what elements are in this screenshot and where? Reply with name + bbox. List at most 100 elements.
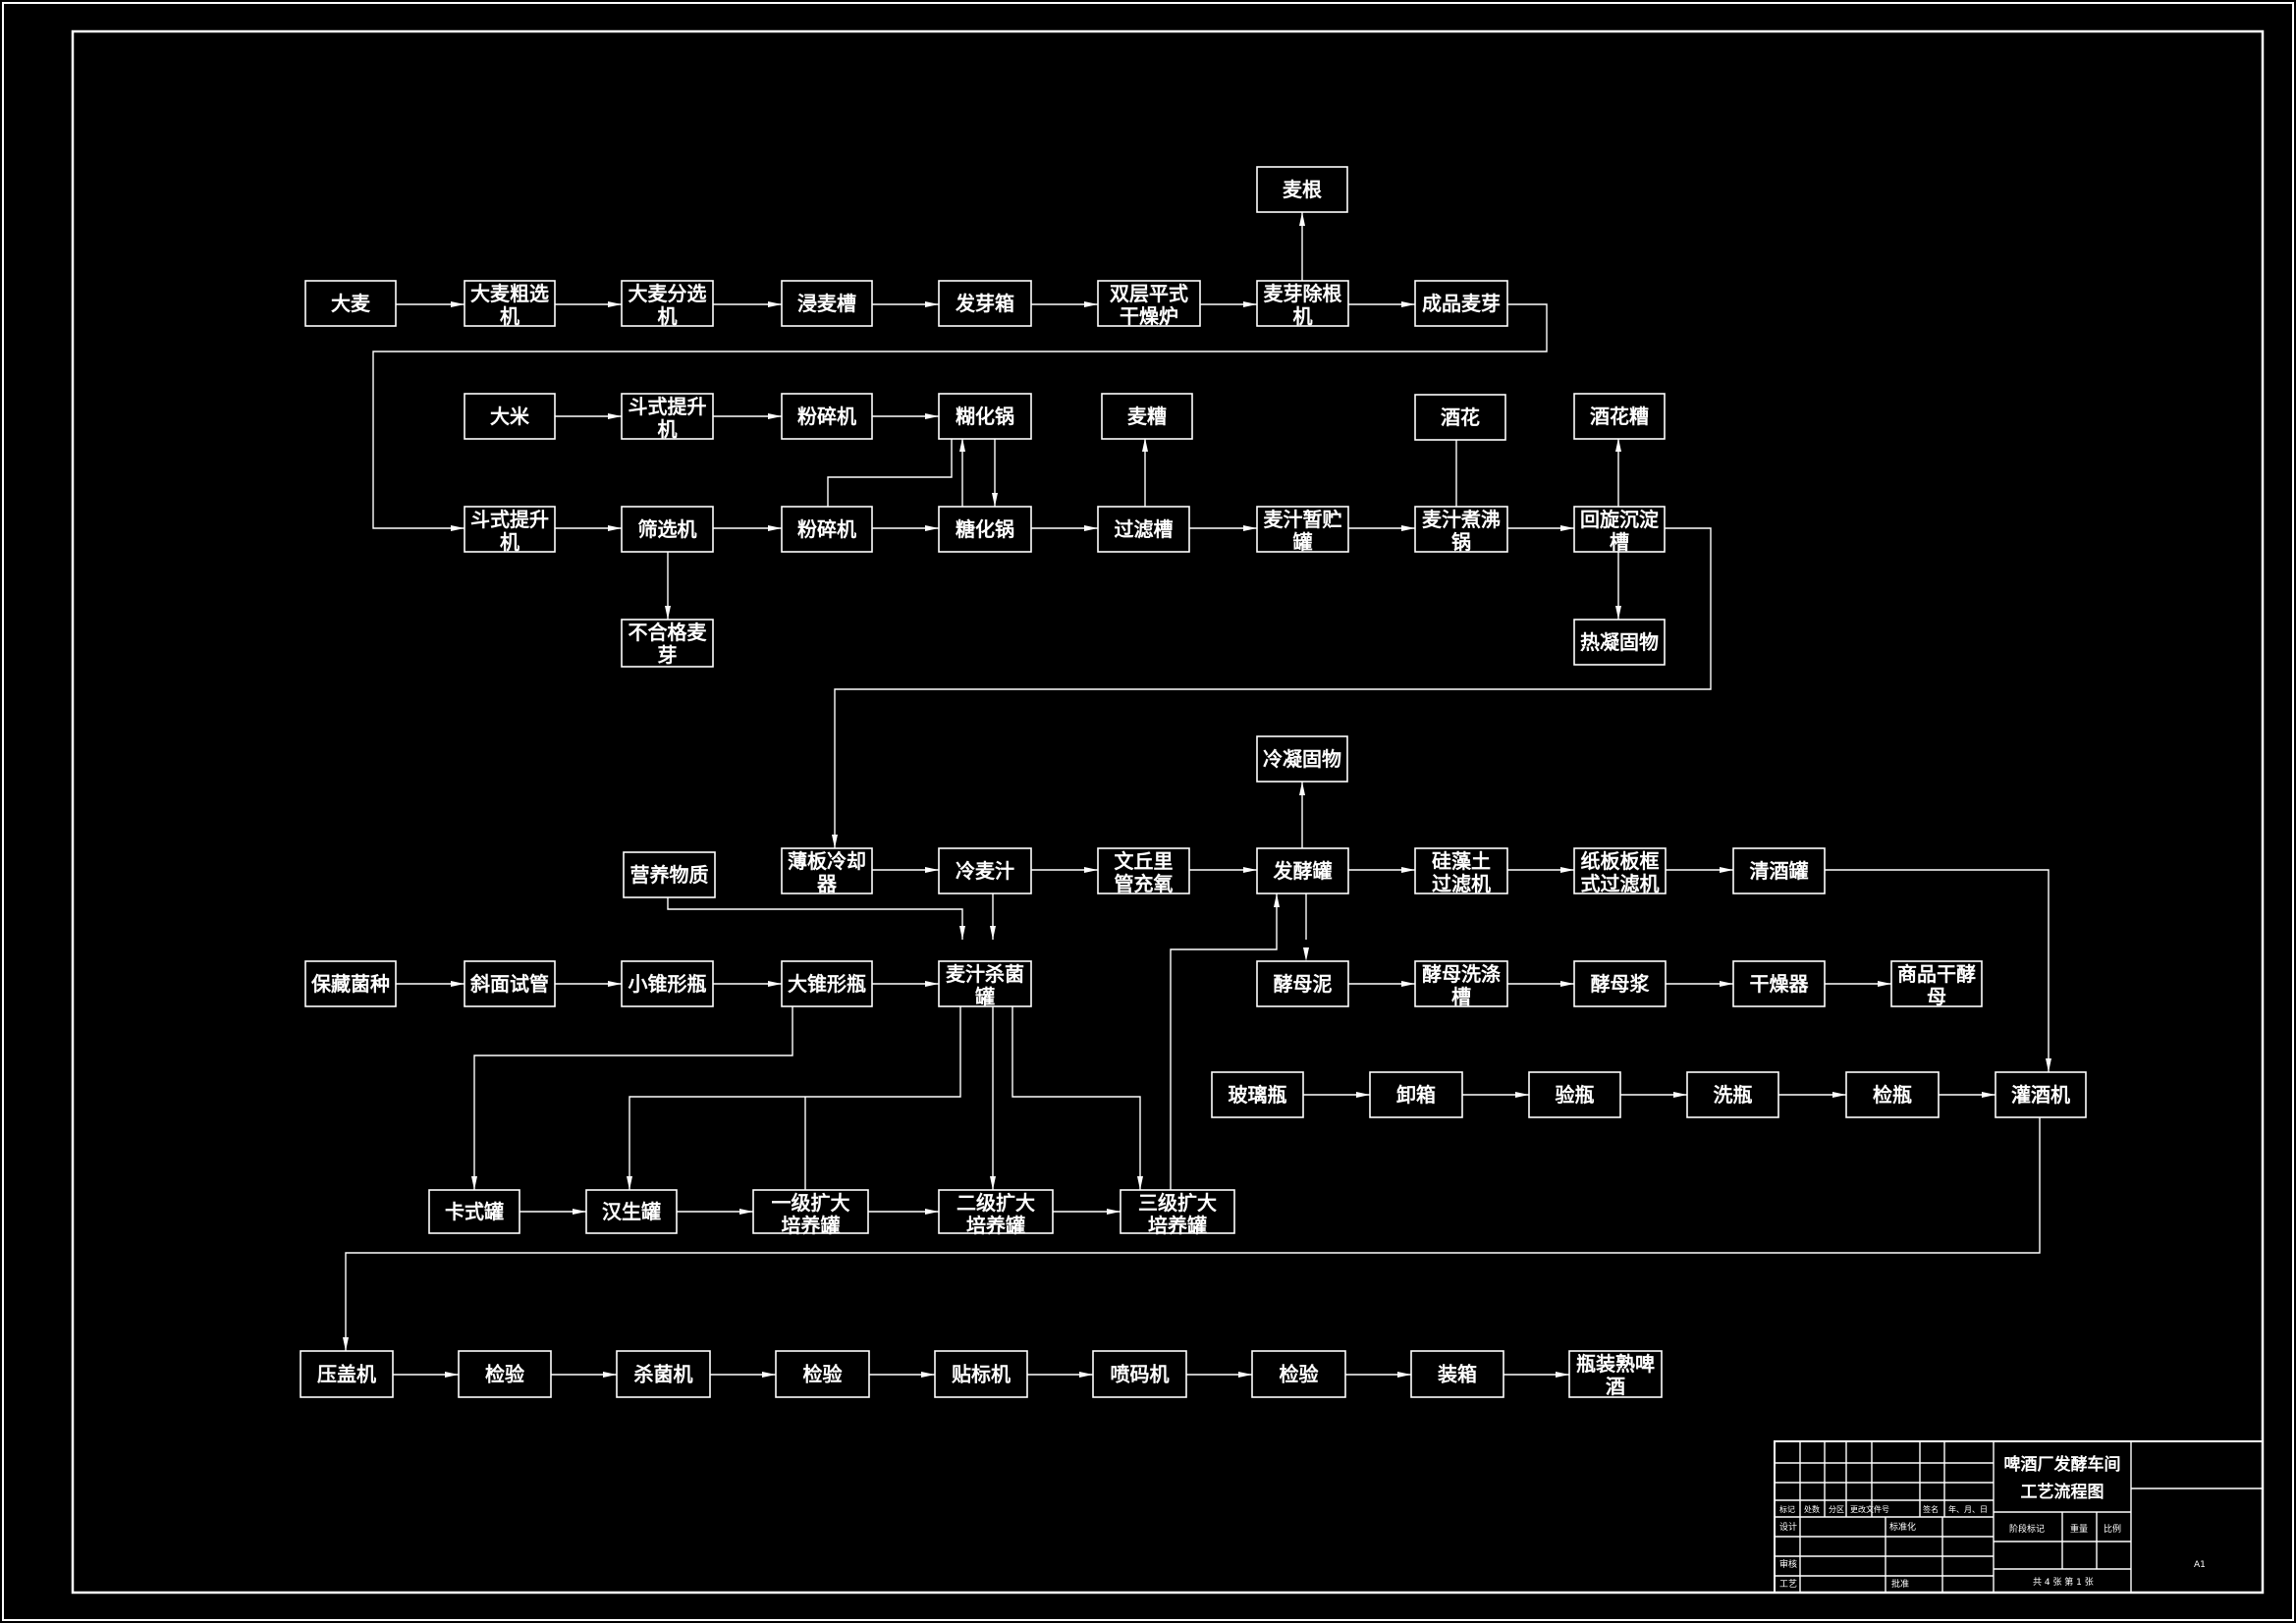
node-box — [1414, 847, 1508, 894]
node-label: 芽 — [658, 643, 678, 667]
node-label: 机 — [500, 530, 519, 554]
node-box — [938, 1189, 1054, 1234]
arrow-head — [768, 413, 782, 419]
node-label: 筛选机 — [638, 517, 697, 541]
process-node-n53: 汉生罐 — [585, 1189, 678, 1234]
arrow-head — [739, 1209, 753, 1215]
node-label: 冷凝固物 — [1263, 747, 1341, 771]
title-block-row-design: 设计 — [1779, 1521, 1797, 1533]
node-label: 过滤机 — [1432, 872, 1491, 895]
process-node-n15: 酒花 — [1414, 394, 1506, 441]
arrow-head — [959, 438, 965, 452]
arrow-head — [1243, 525, 1257, 531]
node-label: 杀菌机 — [634, 1363, 693, 1386]
arrow-head — [921, 1372, 935, 1378]
node-label: 回旋沉淀 — [1580, 508, 1660, 531]
process-node-n46: 玻璃瓶 — [1211, 1071, 1304, 1118]
arrow-head — [1299, 782, 1305, 795]
node-box — [1120, 1189, 1235, 1234]
drawing-frame — [71, 29, 2265, 1595]
process-node-n05: 发芽箱 — [938, 280, 1032, 327]
node-label: 麦汁杀菌 — [946, 962, 1024, 986]
node-label: 瓶装熟啤 — [1576, 1352, 1655, 1376]
node-label: 酵母洗涤 — [1422, 962, 1501, 986]
arrow-head — [959, 926, 965, 940]
node-box — [781, 393, 873, 440]
node-box — [1732, 960, 1826, 1007]
title-block: 啤酒厂发酵车间 工艺流程图 标记处数分区更改文件号签名年、月、日 设计 审核 工… — [1774, 1440, 2264, 1594]
title-block-header-cell: 年、月、日 — [1948, 1504, 1988, 1514]
process-node-n47: 卸箱 — [1369, 1071, 1463, 1118]
arrow-head — [1084, 301, 1098, 307]
arrow-head — [1107, 1209, 1121, 1215]
process-node-n35: 清酒罐 — [1732, 847, 1826, 894]
process-node-n27: 冷凝固物 — [1256, 735, 1348, 783]
node-label: 斗式提升 — [629, 395, 707, 418]
node-box — [1410, 1350, 1504, 1398]
arrow-head — [768, 981, 782, 987]
flow-connectors — [343, 212, 2051, 1378]
node-box — [1256, 166, 1348, 213]
node-box — [1686, 1071, 1779, 1118]
arrow-head — [925, 413, 939, 419]
process-node-n39: 大锥形瓶 — [781, 960, 873, 1007]
node-label: 灌酒机 — [2011, 1083, 2070, 1107]
node-label: 检验 — [803, 1363, 843, 1386]
node-box — [1251, 1350, 1346, 1398]
arrow-head — [445, 1372, 459, 1378]
node-box — [464, 393, 556, 440]
arrow-head — [608, 413, 622, 419]
node-box — [1845, 1071, 1940, 1118]
node-label: 贴标机 — [952, 1363, 1011, 1386]
node-label: 发芽箱 — [955, 292, 1014, 315]
node-label: 热凝固物 — [1580, 630, 1659, 654]
arrow-head — [627, 1176, 632, 1190]
arrow-head — [343, 1337, 349, 1351]
arrow-head — [925, 981, 939, 987]
process-node-n62: 喷码机 — [1092, 1350, 1187, 1398]
node-box — [1568, 1350, 1663, 1398]
node-label: 过滤槽 — [1115, 517, 1174, 541]
node-box — [1092, 1350, 1187, 1398]
node-box — [428, 1189, 520, 1234]
process-node-n20: 糖化锅 — [938, 506, 1032, 553]
arrow-head — [1243, 301, 1257, 307]
node-label: 锅 — [1451, 530, 1471, 554]
node-box — [1101, 393, 1193, 440]
process-node-n57: 压盖机 — [300, 1350, 394, 1398]
arrow-head — [603, 1372, 617, 1378]
arrow-head — [1401, 301, 1415, 307]
node-label: 文丘里 — [1115, 849, 1174, 873]
node-label: 卸箱 — [1396, 1083, 1436, 1107]
node-box — [781, 960, 873, 1007]
node-label: 粉碎机 — [797, 517, 856, 541]
title-block-row-process: 工艺 — [1779, 1579, 1797, 1590]
node-label: 酒花糟 — [1590, 405, 1649, 428]
node-label: 麦根 — [1283, 178, 1322, 201]
node-box — [1732, 847, 1826, 894]
arrow-head — [1560, 867, 1574, 873]
title-block-title-line1: 啤酒厂发酵车间 — [2004, 1454, 2121, 1475]
node-box — [464, 960, 556, 1007]
title-block-size: A1 — [2194, 1560, 2206, 1570]
node-box — [1097, 506, 1190, 553]
node-label: 培养罐 — [782, 1214, 841, 1237]
node-label: 母 — [1927, 985, 1946, 1008]
arrow-head — [762, 1372, 776, 1378]
process-node-n64: 装箱 — [1410, 1350, 1504, 1398]
node-label: 装箱 — [1437, 1363, 1477, 1386]
process-node-n50: 检瓶 — [1845, 1071, 1940, 1118]
node-box — [1995, 1071, 2087, 1118]
arrow-head — [1137, 1176, 1143, 1190]
node-box — [1097, 847, 1190, 894]
